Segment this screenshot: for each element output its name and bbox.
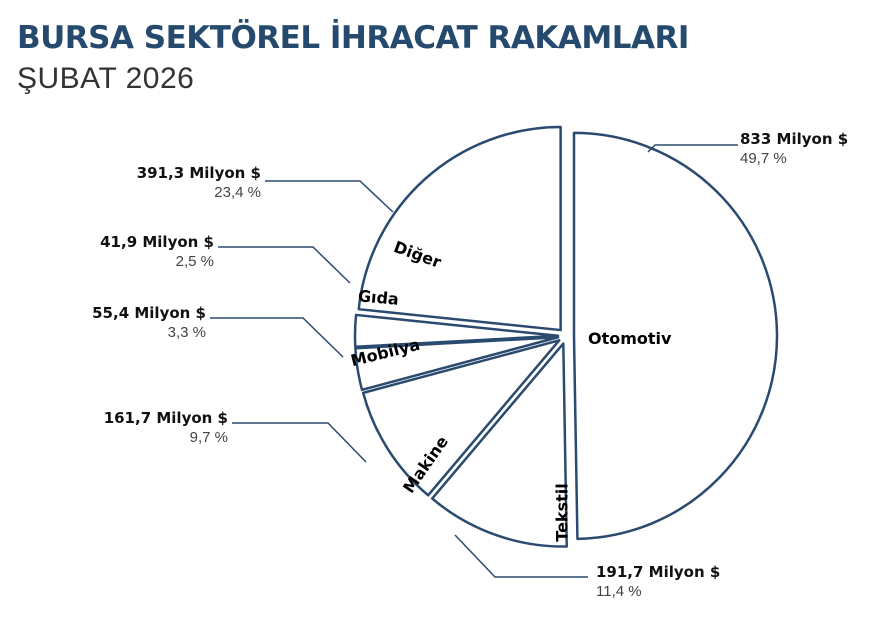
percent-label: 2,5 %: [175, 253, 214, 270]
slice-label-gida: Gıda: [357, 286, 400, 309]
chart-title: BURSA SEKTÖREL İHRACAT RAKAMLARI: [17, 20, 689, 56]
value-label: 55,4 Milyon $: [92, 304, 206, 322]
percent-label: 49,7 %: [740, 150, 787, 167]
slice-label-tekstil: Tekstil: [552, 483, 572, 542]
pie-slice-otomotiv: [572, 131, 779, 541]
pie-slice-diger: [357, 125, 562, 332]
leader-line-makine: [232, 422, 367, 463]
data-label-diger: 391,3 Milyon $ 23,4 %: [137, 164, 261, 202]
value-label: 161,7 Milyon $: [103, 409, 228, 427]
pie-slice-tekstil: [430, 342, 568, 548]
data-label-mobilya: 55,4 Milyon $ 3,3 %: [92, 304, 206, 342]
pie-slice-mobilya: [354, 336, 560, 392]
pie-slice-gida: [353, 313, 560, 349]
value-label: 391,3 Milyon $: [136, 164, 261, 182]
percent-label: 3,3 %: [167, 324, 206, 341]
data-label-tekstil: 191,7 Milyon $ 11,4 %: [596, 563, 720, 601]
value-label: 191,7 Milyon $: [596, 563, 721, 581]
leader-line-mobilya: [210, 317, 344, 358]
leader-line-tekstil: [454, 534, 588, 578]
data-label-gida: 41,9 Milyon $ 2,5 %: [100, 233, 214, 271]
leader-line-otomotiv: [647, 144, 738, 153]
percent-label: 11,4 %: [596, 583, 642, 600]
value-label: 833 Milyon $: [740, 130, 849, 148]
leader-line-gida: [218, 246, 351, 284]
leader-line-diger: [265, 180, 394, 213]
pie-slice-makine: [361, 339, 561, 497]
percent-label: 23,4 %: [214, 184, 261, 201]
data-label-otomotiv: 833 Milyon $ 49,7 %: [740, 130, 848, 168]
slice-label-otomotiv: Otomotiv: [588, 329, 672, 348]
data-label-makine: 161,7 Milyon $ 9,7 %: [104, 409, 228, 447]
percent-label: 9,7 %: [189, 429, 228, 446]
value-label: 41,9 Milyon $: [100, 233, 214, 251]
chart-subtitle: ŞUBAT 2026: [17, 62, 195, 95]
